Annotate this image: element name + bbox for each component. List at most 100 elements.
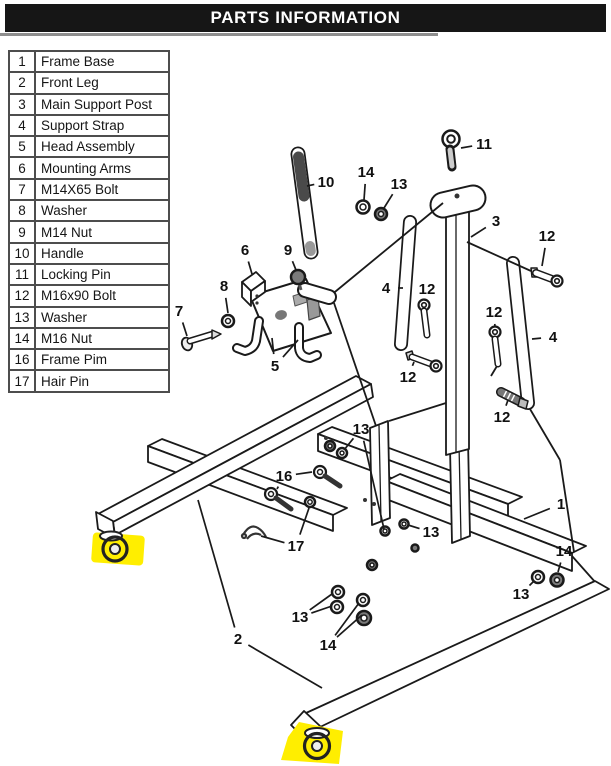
callout-leader-line — [311, 605, 333, 614]
caster-bottom — [302, 727, 332, 761]
part-name-cell: M14 Nut — [34, 220, 170, 244]
washer-ring — [355, 592, 371, 608]
header-bar: PARTS INFORMATION — [5, 4, 606, 32]
callout-leader-line — [470, 226, 487, 238]
callout-leader-line — [407, 524, 420, 530]
callout-label: 6 — [241, 242, 249, 259]
part-name-cell: Frame Base — [34, 49, 170, 74]
washer-ring — [303, 495, 317, 509]
part-name-cell: M14X65 Bolt — [34, 177, 170, 202]
bolt-12-center — [488, 325, 502, 377]
washer-ring — [330, 584, 346, 600]
callout-label: 3 — [492, 213, 500, 230]
frame-pin-parts — [263, 464, 343, 512]
callout-leader-line — [299, 507, 310, 535]
mounting-arm-bracket-part — [241, 271, 266, 307]
nut-washer-dark — [355, 609, 373, 627]
support-strap-left-part — [394, 215, 417, 351]
nut-washer-dark — [323, 439, 337, 453]
callout-label: 4 — [549, 329, 558, 346]
callout-label: 1 — [557, 496, 565, 513]
nut-washer-dark — [549, 572, 565, 588]
front-leg-left-part — [95, 375, 374, 539]
callout-label: 13 — [391, 176, 408, 193]
callout-leader-line — [363, 183, 366, 201]
bolt-7 — [180, 329, 222, 352]
callout-label: 10 — [318, 174, 335, 191]
callout-label: 13 — [423, 524, 440, 541]
part-number-cell: 13 — [8, 305, 36, 329]
callout-leader-line — [282, 339, 299, 358]
part-name-cell: Main Support Post — [34, 92, 170, 116]
washer-ring — [335, 446, 349, 460]
part-number-cell: 11 — [8, 262, 36, 287]
bolt-12-left — [417, 298, 431, 339]
callout-label: 13 — [292, 609, 309, 626]
callout-label: 12 — [400, 369, 417, 386]
washer-ring — [530, 569, 546, 585]
callout-leader-line — [362, 440, 385, 530]
part-number-cell: 1 — [8, 49, 36, 74]
nut-washer-dark — [289, 268, 307, 286]
page-title: PARTS INFORMATION — [210, 8, 401, 27]
callout-label: 14 — [358, 164, 375, 181]
part-number-cell: 3 — [8, 92, 36, 116]
washer-ring — [355, 199, 371, 215]
callout-label: 14 — [320, 637, 337, 654]
caster-left — [99, 530, 129, 563]
part-number-cell: 17 — [8, 369, 36, 393]
callout-leader-line — [334, 602, 360, 636]
bolt-12-threaded — [496, 387, 529, 410]
bolt-12-sleeve — [530, 267, 564, 288]
part-number-cell: 7 — [8, 177, 36, 202]
handle-part — [290, 146, 319, 260]
callout-leader-line — [197, 499, 236, 628]
washer-ring — [329, 599, 345, 615]
washer-ring — [398, 518, 410, 530]
callout-label: 8 — [220, 278, 228, 295]
nut-washer-dark — [365, 558, 379, 572]
part-number-cell: 10 — [8, 241, 36, 265]
callout-label: 16 — [276, 468, 293, 485]
callout-label: 13 — [353, 421, 370, 438]
nut-washer-dark — [373, 206, 389, 222]
callout-leader-line — [343, 437, 355, 451]
part-number-cell: 6 — [8, 156, 36, 180]
post-mount-brackets — [369, 420, 471, 544]
support-strap-right-part — [506, 256, 535, 410]
part-number-cell: 8 — [8, 199, 36, 223]
part-number-cell: 9 — [8, 220, 36, 244]
hair-pin-part — [240, 525, 267, 540]
callout-leader-line — [247, 644, 323, 689]
callout-leader-line — [523, 507, 551, 520]
washer-ring — [379, 525, 391, 537]
callout-label: 17 — [288, 538, 305, 555]
part-name-cell: Head Assembly — [34, 135, 170, 159]
callout-leader-line — [411, 361, 415, 367]
callout-label: 14 — [556, 543, 573, 560]
callout-label: 2 — [234, 631, 242, 648]
nut-washer-dark — [410, 543, 420, 553]
callout-leader-line — [531, 337, 542, 340]
part-name-cell: Front Leg — [34, 71, 170, 95]
callout-label: 12 — [486, 304, 503, 321]
callout-label: 11 — [476, 136, 492, 153]
part-name-cell: Washer — [34, 305, 170, 329]
washers-and-nuts-layer — [220, 199, 565, 627]
callout-leader-line — [460, 145, 473, 149]
